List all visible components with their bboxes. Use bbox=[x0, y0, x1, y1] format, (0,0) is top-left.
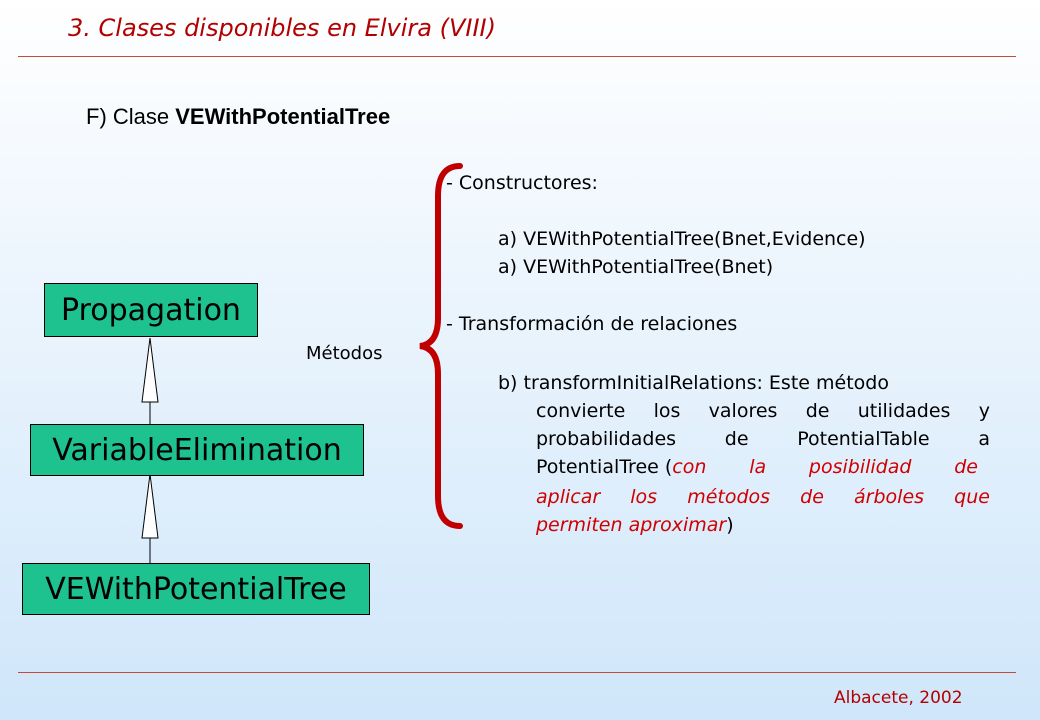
word: la bbox=[749, 456, 767, 478]
method-line-1: b) transformInitialRelations: Este métod… bbox=[498, 372, 889, 394]
bottom-divider bbox=[18, 672, 1016, 673]
word: de bbox=[724, 428, 749, 450]
constructor-1: a) VEWithPotentialTree(Bnet,Evidence) bbox=[498, 228, 866, 250]
method-line-4: PotentialTree ( con la posibilidad de bbox=[536, 456, 978, 478]
word: los bbox=[653, 400, 681, 422]
method-line-6-note: permiten aproximar bbox=[536, 514, 727, 536]
section-heading: F) Clase VEWithPotentialTree bbox=[86, 104, 390, 130]
word: con bbox=[672, 456, 707, 478]
word: valores bbox=[708, 400, 778, 422]
word: probabilidades bbox=[536, 428, 677, 450]
class-box-variableelimination: VariableElimination bbox=[30, 424, 364, 476]
top-divider bbox=[18, 56, 1016, 57]
constructor-2: a) VEWithPotentialTree(Bnet) bbox=[498, 256, 774, 278]
word: a bbox=[978, 428, 990, 450]
methods-label: Métodos bbox=[306, 343, 383, 364]
footer-text: Albacete, 2002 bbox=[834, 688, 963, 708]
constructors-heading: - Constructores: bbox=[446, 172, 598, 194]
word: que bbox=[954, 486, 990, 508]
word: árboles bbox=[854, 486, 925, 508]
class-box-propagation: Propagation bbox=[44, 283, 258, 337]
method-line-6-suffix: ) bbox=[726, 514, 734, 536]
word: los bbox=[630, 486, 658, 508]
word: de bbox=[954, 456, 978, 478]
word: de bbox=[800, 486, 824, 508]
word: PotentialTable bbox=[797, 428, 930, 450]
section-class-name: VEWithPotentialTree bbox=[175, 104, 391, 129]
method-line-5: aplicar los métodos de árboles que bbox=[536, 486, 990, 508]
word: aplicar bbox=[536, 486, 601, 508]
slide-title: 3. Clases disponibles en Elvira (VIII) bbox=[68, 14, 496, 42]
class-box-vewithpotentialtree: VEWithPotentialTree bbox=[22, 563, 370, 615]
word: utilidades bbox=[857, 400, 951, 422]
word: métodos bbox=[687, 486, 771, 508]
word: convierte bbox=[536, 400, 626, 422]
transform-heading: - Transformación de relaciones bbox=[446, 313, 738, 335]
method-line-3: probabilidades de PotentialTable a bbox=[536, 428, 990, 450]
method-line-4-prefix: PotentialTree ( bbox=[536, 456, 673, 478]
word: posibilidad bbox=[808, 456, 912, 478]
section-prefix: F) Clase bbox=[86, 104, 170, 129]
word: de bbox=[805, 400, 830, 422]
method-line-4-note: con la posibilidad de bbox=[672, 456, 978, 478]
word: y bbox=[978, 400, 990, 422]
method-line-2: convierte los valores de utilidades y bbox=[536, 400, 990, 422]
method-line-6: permiten aproximar) bbox=[536, 514, 734, 536]
